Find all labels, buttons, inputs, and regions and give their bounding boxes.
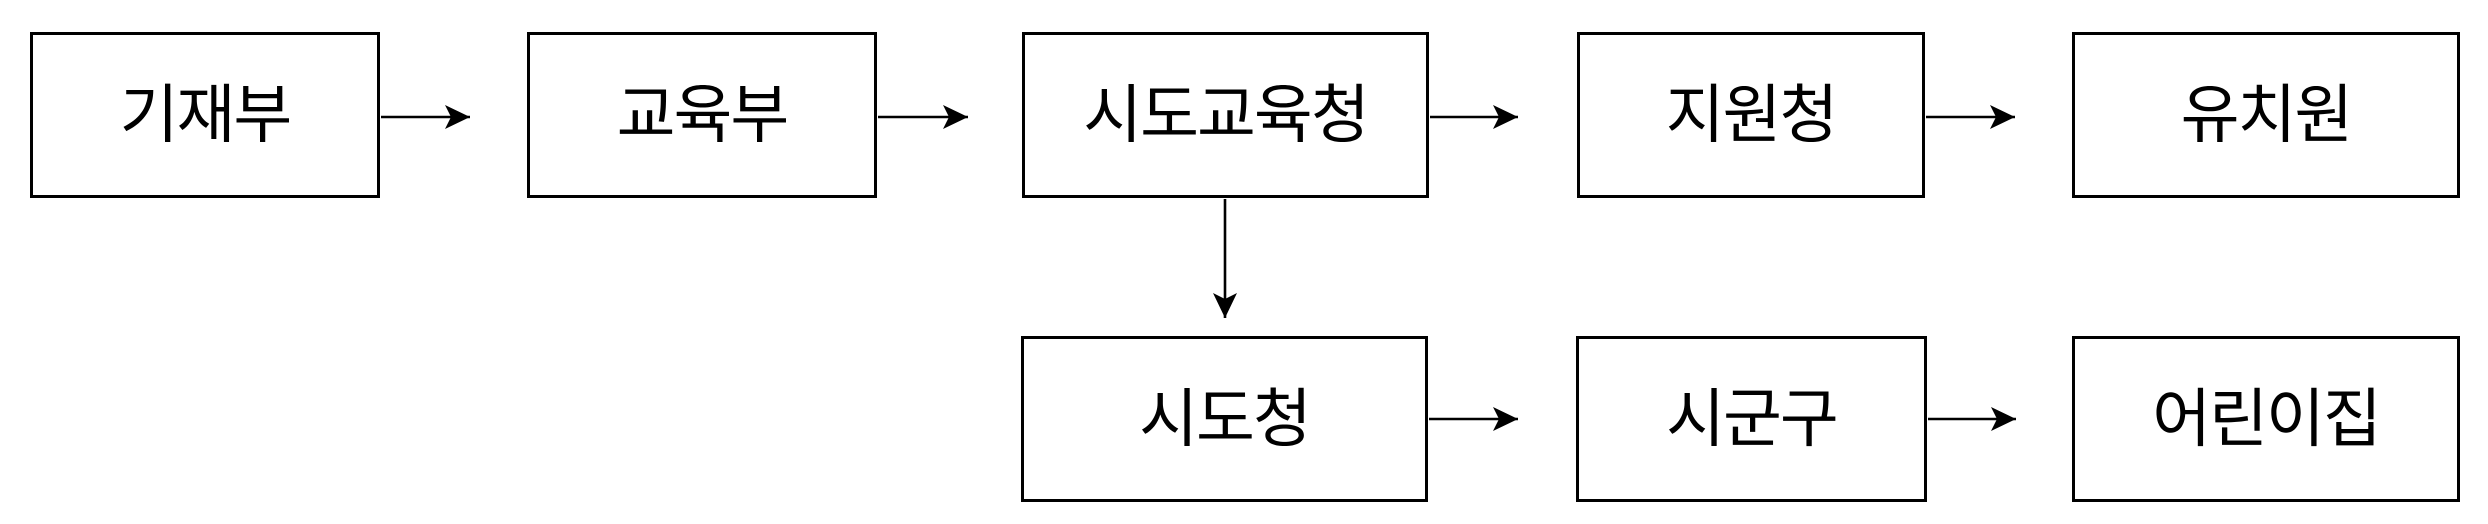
node-city-county-district: 시군구 [1576, 336, 1927, 502]
node-kindergarten: 유치원 [2072, 32, 2460, 198]
node-provincial-government: 시도청 [1021, 336, 1428, 502]
node-education-support-office: 지원청 [1577, 32, 1925, 198]
node-childcare-center: 어린이집 [2072, 336, 2460, 502]
node-education-ministry: 교육부 [527, 32, 877, 198]
node-provincial-education-office: 시도교육청 [1022, 32, 1429, 198]
node-finance-ministry: 기재부 [30, 32, 380, 198]
